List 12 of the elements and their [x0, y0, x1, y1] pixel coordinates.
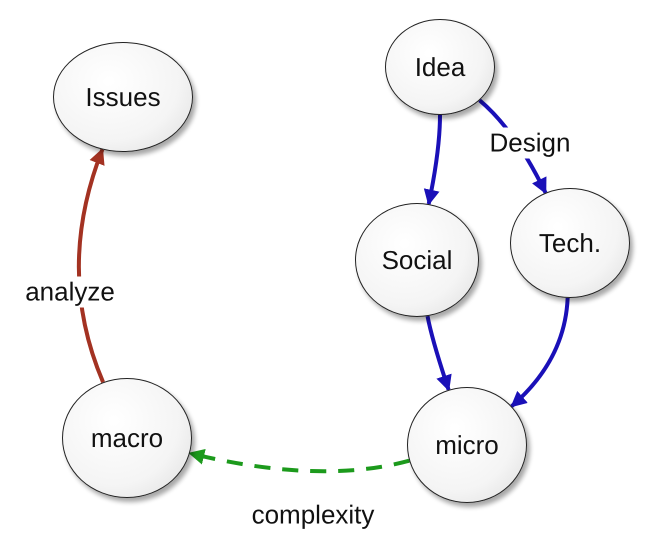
node-label: Issues — [85, 82, 161, 112]
arrow — [426, 316, 452, 392]
node-label: Idea — [414, 52, 466, 82]
arrow — [76, 148, 105, 383]
node-label: Tech. — [538, 228, 602, 258]
edge-label: analyze — [23, 276, 117, 308]
node-label: micro — [435, 430, 499, 460]
node-label: Social — [382, 244, 452, 276]
arrow — [188, 448, 410, 474]
arrow — [510, 298, 570, 408]
node-label: macro — [90, 422, 164, 454]
arrow — [424, 114, 442, 206]
